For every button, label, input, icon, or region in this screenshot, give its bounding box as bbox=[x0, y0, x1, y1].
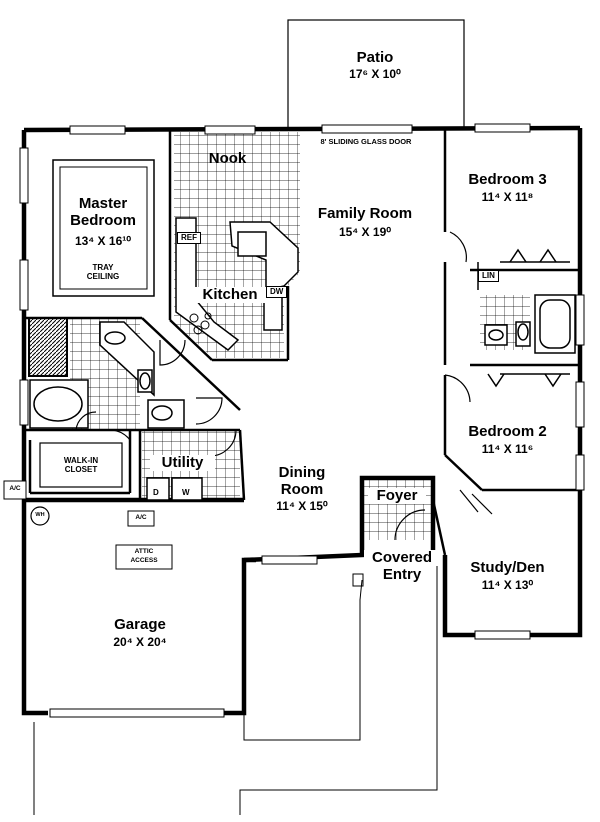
attic-access-label-2: ACCESS bbox=[130, 557, 158, 564]
attic-access-label: ATTIC bbox=[134, 548, 154, 555]
site-lines bbox=[33, 560, 438, 815]
tray-ceiling-note-2: CEILING bbox=[86, 272, 120, 281]
water-heater-icon bbox=[30, 506, 50, 526]
refrigerator-label: REF bbox=[177, 232, 201, 245]
walk-in-closet-inner bbox=[39, 442, 123, 488]
water-heater-label: WH bbox=[35, 512, 45, 518]
ac-outside-label: A/C bbox=[9, 485, 21, 492]
garage-dim: 20⁴ X 20⁴ bbox=[113, 635, 167, 649]
master-bath-fixtures bbox=[29, 321, 185, 429]
foyer-label: Foyer bbox=[368, 488, 426, 504]
nook-label: Nook bbox=[208, 150, 247, 167]
shower-hatch bbox=[28, 317, 68, 377]
master-bedroom-label: Master bbox=[78, 195, 128, 212]
family-room-label: Family Room bbox=[317, 205, 413, 222]
dishwasher-label: DW bbox=[266, 286, 288, 299]
patio-dim: 17⁶ X 10⁰ bbox=[349, 67, 401, 81]
patio-label: Patio bbox=[356, 49, 394, 66]
master-bedroom-label-2: Bedroom bbox=[70, 212, 136, 229]
washer-dryer bbox=[146, 477, 203, 501]
tray-ceiling-inner bbox=[59, 166, 148, 290]
kitchen-label: Kitchen bbox=[190, 287, 270, 303]
study-den-dim: 11⁴ X 13⁰ bbox=[481, 578, 534, 592]
tray-ceiling-note: TRAY bbox=[92, 263, 114, 272]
sliding-glass-door-label: 8' SLIDING GLASS DOOR bbox=[320, 137, 412, 146]
washer-label: W bbox=[182, 488, 190, 497]
covered-entry-label: Covered bbox=[364, 550, 440, 566]
dining-room-dim: 11⁴ X 15⁰ bbox=[276, 499, 328, 513]
range-icon bbox=[189, 312, 212, 335]
walk-in-closet-label: WALK-IN bbox=[63, 456, 99, 465]
master-bedroom-dim: 13⁴ X 16¹⁰ bbox=[74, 234, 132, 248]
family-room-dim: 15⁴ X 19⁰ bbox=[338, 225, 392, 239]
doors bbox=[75, 231, 493, 541]
ac-garage-box bbox=[127, 510, 155, 527]
garage-label: Garage bbox=[114, 616, 166, 633]
hall-bath-fixtures bbox=[484, 294, 576, 354]
ac-garage-label: A/C bbox=[135, 514, 147, 521]
bedroom-2-label: Bedroom 2 bbox=[468, 423, 547, 440]
attic-access-box bbox=[115, 544, 173, 570]
dining-room-label-2: Room bbox=[280, 481, 324, 498]
linen-label: LIN bbox=[478, 270, 499, 283]
dryer-label: D bbox=[153, 488, 159, 497]
ac-outside-box bbox=[3, 480, 27, 500]
kitchen-counters bbox=[175, 217, 299, 351]
bedroom-3-label: Bedroom 3 bbox=[468, 171, 547, 188]
bedroom-2-dim: 11⁴ X 11⁶ bbox=[481, 442, 534, 456]
utility-label: Utility bbox=[150, 455, 215, 471]
study-den-label: Study/Den bbox=[470, 559, 545, 576]
covered-entry-label-2: Entry bbox=[382, 566, 422, 583]
windows bbox=[19, 123, 585, 718]
closets bbox=[477, 248, 570, 388]
tray-ceiling-outer bbox=[52, 159, 155, 297]
dining-room-label: Dining bbox=[278, 464, 326, 481]
walk-in-closet-label-2: CLOSET bbox=[64, 465, 98, 474]
bedroom-3-dim: 11⁴ X 11⁸ bbox=[481, 190, 534, 204]
